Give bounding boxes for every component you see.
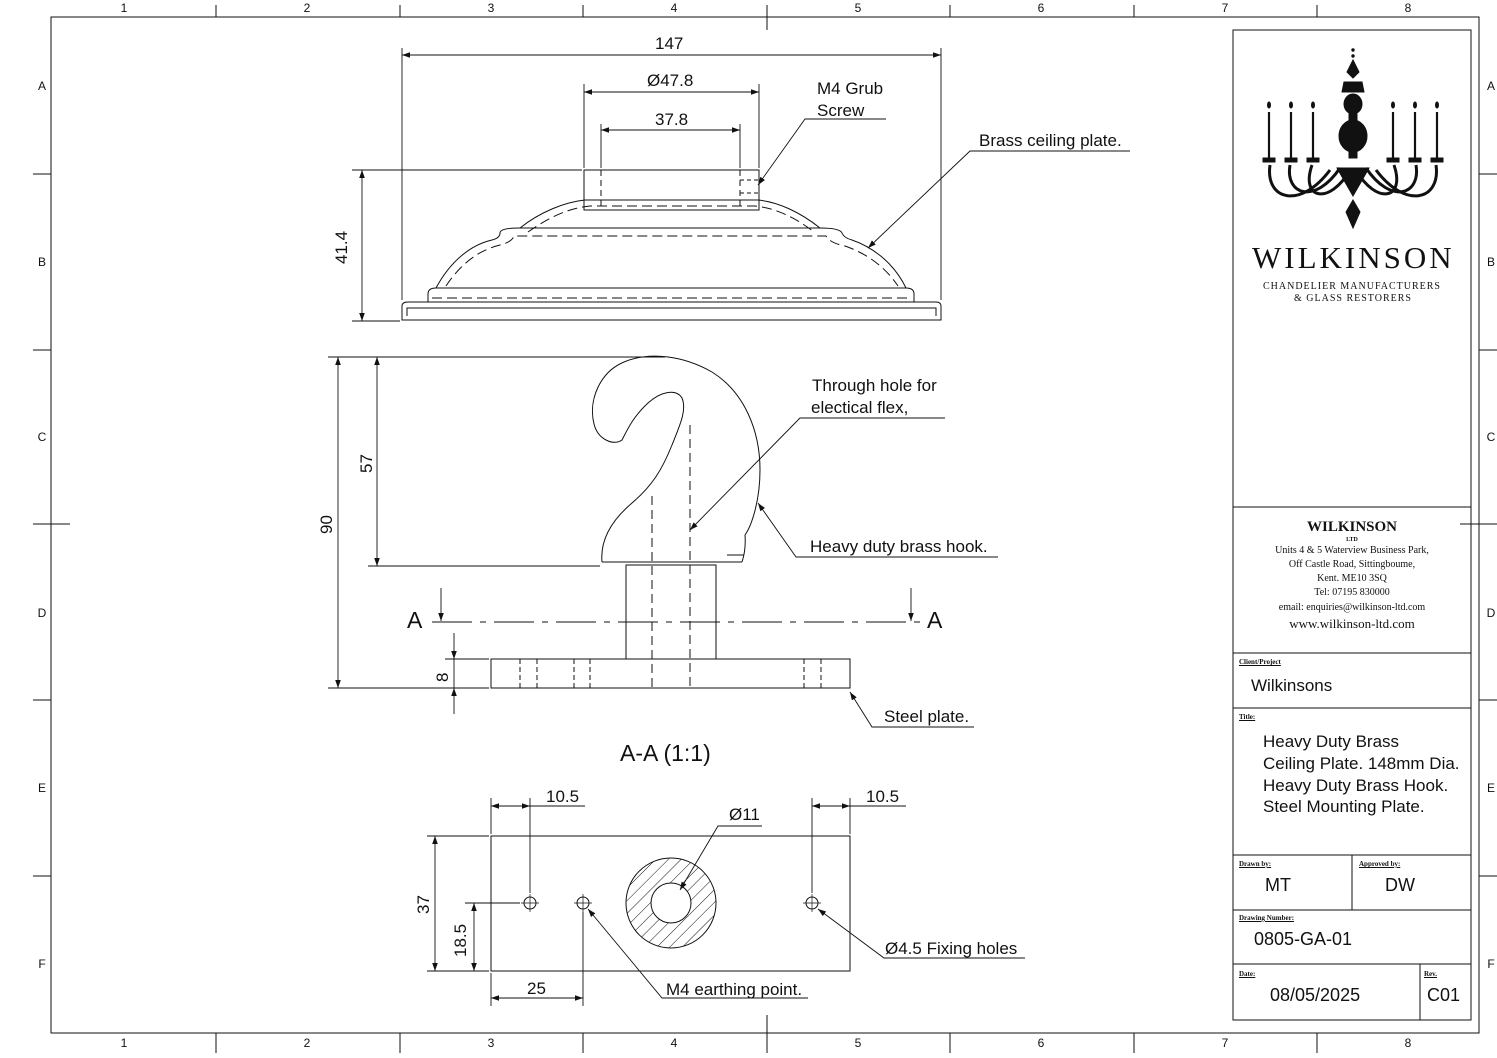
title-line-2: Ceiling Plate. 148mm Dia. bbox=[1263, 754, 1460, 773]
zone-col-6-top: 6 bbox=[1037, 1, 1045, 15]
zone-col-5-top: 5 bbox=[854, 1, 862, 15]
title-line-1: Heavy Duty Brass bbox=[1263, 732, 1400, 751]
company-suffix: LTD bbox=[1346, 537, 1358, 543]
dim-plate-height: 41.4 bbox=[332, 203, 352, 264]
top-view-dimensions bbox=[352, 48, 1130, 322]
zone-col-8-bottom: 8 bbox=[1404, 1036, 1412, 1050]
logo-tagline-1: CHANDELIER MANUFACTURERS bbox=[1263, 281, 1441, 292]
company-web: www.wilkinson-ltd.com bbox=[1289, 616, 1415, 631]
steel-plate-plan bbox=[490, 835, 851, 972]
section-caption: A-A (1:1) bbox=[620, 740, 711, 766]
section-dimensions bbox=[328, 356, 998, 728]
date-value: 08/05/2025 bbox=[1270, 985, 1361, 1005]
note-earthing: M4 earthing point. bbox=[666, 980, 803, 999]
drawn-by-label: Drawn by: bbox=[1239, 860, 1272, 868]
note-grub-line1: M4 Grub bbox=[817, 79, 884, 98]
dim-collar-outer: Ø47.8 bbox=[647, 71, 694, 90]
chandelier-logo-icon bbox=[1262, 48, 1444, 230]
title-block-frame bbox=[1232, 29, 1472, 1021]
company-address-1: Units 4 & 5 Waterview Business Park, bbox=[1275, 545, 1429, 556]
title-line-3: Heavy Duty Brass Hook. bbox=[1263, 776, 1449, 795]
revision-value: C01 bbox=[1427, 985, 1461, 1005]
logo-tagline-2: & GLASS RESTORERS bbox=[1294, 293, 1412, 304]
dim-hole-offset-left: 10.5 bbox=[546, 787, 580, 806]
zone-col-7-top: 7 bbox=[1221, 1, 1229, 15]
client-value: Wilkinsons bbox=[1251, 676, 1333, 695]
dim-collar-inner: 37.8 bbox=[655, 110, 689, 129]
zone-col-7-bottom: 7 bbox=[1221, 1036, 1229, 1050]
client-label: Client/Project bbox=[1239, 658, 1281, 666]
dim-plate-height-text: 41.4 bbox=[332, 230, 351, 264]
zone-row-d-left: D bbox=[37, 606, 47, 620]
drawing-number-value: 0805-GA-01 bbox=[1254, 929, 1353, 949]
zone-col-2-bottom: 2 bbox=[303, 1036, 311, 1050]
dim-plate-thickness: 8 bbox=[433, 672, 452, 682]
zone-row-a-right: A bbox=[1486, 79, 1495, 93]
dim-half-width: 18.5 bbox=[451, 923, 470, 957]
revision-label: Rev. bbox=[1424, 970, 1438, 978]
zone-row-e-left: E bbox=[37, 781, 46, 795]
note-hook: Heavy duty brass hook. bbox=[810, 537, 988, 556]
zone-col-2-top: 2 bbox=[303, 1, 311, 15]
drawn-by-value: MT bbox=[1265, 875, 1291, 895]
zone-row-c-right: C bbox=[1486, 430, 1496, 444]
zone-row-e-right: E bbox=[1486, 781, 1495, 795]
zone-col-4-bottom: 4 bbox=[670, 1036, 678, 1050]
zone-col-1-bottom: 1 bbox=[120, 1036, 128, 1050]
drawing-number-label: Drawing Number: bbox=[1239, 914, 1295, 922]
approved-by-value: DW bbox=[1385, 875, 1415, 895]
company-tel: Tel: 07195 830000 bbox=[1314, 587, 1390, 598]
approved-by-label: Approved by: bbox=[1359, 860, 1401, 868]
company-email: email: enquiries@wilkinson-ltd.com bbox=[1278, 602, 1426, 613]
hook-section bbox=[490, 355, 851, 689]
ceiling-plate-elevation bbox=[401, 169, 942, 321]
zone-row-a-left: A bbox=[37, 79, 46, 93]
title-line-4: Steel Mounting Plate. bbox=[1263, 797, 1425, 816]
company-address-3: Kent. ME10 3SQ bbox=[1317, 573, 1387, 584]
zone-row-f-left: F bbox=[38, 957, 46, 971]
logo-wordmark: WILKINSON bbox=[1252, 240, 1455, 275]
date-label: Date: bbox=[1239, 970, 1256, 978]
note-hole-line1: Through hole for bbox=[812, 376, 937, 395]
zone-ticks bbox=[33, 5, 1497, 1053]
note-fixing-holes: Ø4.5 Fixing holes bbox=[885, 939, 1018, 958]
zone-col-6-bottom: 6 bbox=[1037, 1036, 1045, 1050]
section-mark-left: A bbox=[407, 607, 423, 633]
dim-center-hole: Ø11 bbox=[729, 805, 760, 824]
dim-overall-width: 147 bbox=[655, 34, 684, 53]
dim-hole-offset-right: 10.5 bbox=[866, 787, 900, 806]
company-address-2: Off Castle Road, Sittingboume, bbox=[1288, 559, 1416, 570]
zone-row-c-left: C bbox=[37, 430, 47, 444]
dim-plate-width: 37 bbox=[414, 895, 433, 914]
note-brass-plate: Brass ceiling plate. bbox=[979, 131, 1122, 150]
company-name: WILKINSON bbox=[1306, 519, 1398, 535]
zone-row-b-left: B bbox=[37, 255, 46, 269]
dim-overall-height: 90 bbox=[317, 515, 336, 534]
note-steel-plate: Steel plate. bbox=[884, 707, 970, 726]
zone-col-8-top: 8 bbox=[1404, 1, 1412, 15]
zone-col-1-top: 1 bbox=[120, 1, 128, 15]
zone-row-f-right: F bbox=[1487, 957, 1495, 971]
section-mark-right: A bbox=[927, 607, 943, 633]
plan-dimensions bbox=[427, 798, 1025, 1006]
company-address-block: WILKINSON LTD Units 4 & 5 Waterview Busi… bbox=[1233, 518, 1471, 631]
zone-col-5-bottom: 5 bbox=[854, 1036, 862, 1050]
title-label: Title: bbox=[1239, 713, 1256, 721]
zone-col-3-bottom: 3 bbox=[487, 1036, 495, 1050]
zone-row-d-right: D bbox=[1486, 606, 1496, 620]
zone-col-3-top: 3 bbox=[487, 1, 495, 15]
dim-earth-offset: 25 bbox=[527, 979, 546, 998]
note-hole-line2: electical flex, bbox=[811, 398, 909, 417]
sheet-border bbox=[50, 16, 1480, 1034]
note-grub-line2: Screw bbox=[817, 101, 865, 120]
zone-row-b-right: B bbox=[1486, 255, 1495, 269]
dim-hook-height: 57 bbox=[357, 454, 376, 473]
zone-col-4-top: 4 bbox=[670, 1, 678, 15]
